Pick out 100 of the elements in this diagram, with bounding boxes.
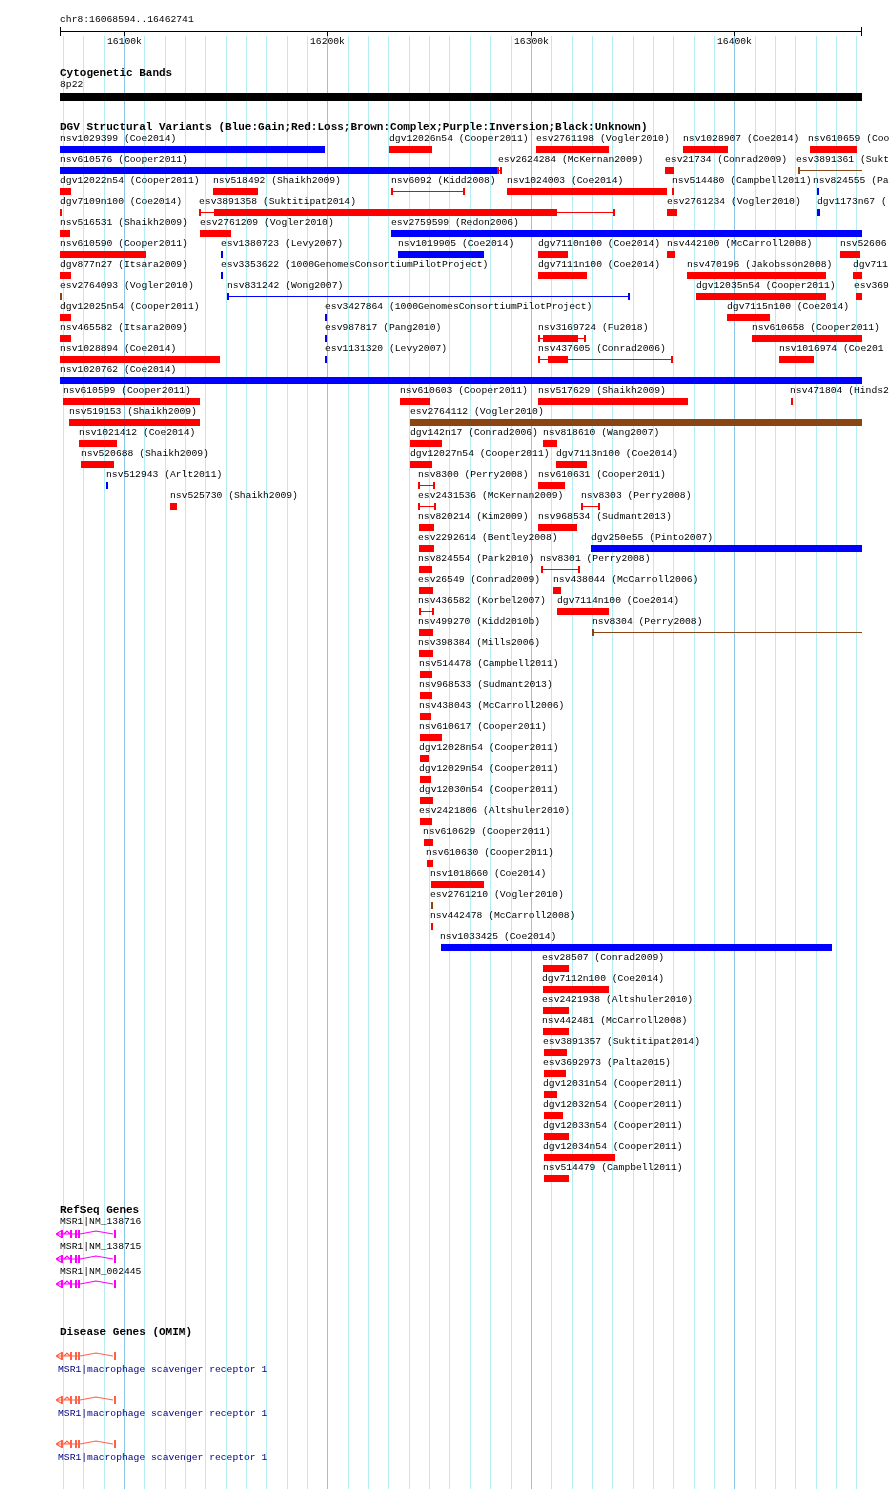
variant-label: nsv824555 (Pa bbox=[813, 175, 889, 187]
variant-label: nsv610629 (Cooper2011) bbox=[423, 826, 551, 838]
variant-label: nsv438044 (McCarroll2006) bbox=[553, 574, 699, 586]
variant-label: esv3891358 (Suktitipat2014) bbox=[199, 196, 356, 208]
variant-label: esv3891357 (Suktitipat2014) bbox=[543, 1036, 700, 1048]
variant-label: dgv12029n54 (Cooper2011) bbox=[419, 763, 559, 775]
variant-label: dgv12025n54 (Cooper2011) bbox=[60, 301, 200, 313]
variant-label: esv1380723 (Levy2007) bbox=[221, 238, 344, 250]
variant-label: dgv7110n100 (Coe2014) bbox=[538, 238, 661, 250]
variant-label: nsv610590 (Cooper2011) bbox=[60, 238, 188, 250]
variant-label: esv2764112 (Vogler2010) bbox=[410, 406, 544, 418]
variant-label: esv2759599 (Redon2006) bbox=[391, 217, 519, 229]
variant-label: nsv1019905 (Coe2014) bbox=[398, 238, 515, 250]
track-heading: Cytogenetic Bands bbox=[60, 67, 173, 79]
variant-label: esv2761209 (Vogler2010) bbox=[200, 217, 334, 229]
variant-label: nsv1018660 (Coe2014) bbox=[430, 868, 547, 880]
variant-label: esv1131320 (Levy2007) bbox=[325, 343, 448, 355]
variant-label: nsv442481 (McCarroll2008) bbox=[542, 1015, 688, 1027]
variant-label: dgv12032n54 (Cooper2011) bbox=[543, 1099, 683, 1111]
variant-label: dgv7113n100 (Coe2014) bbox=[556, 448, 679, 460]
variant-label: nsv516531 (Shaikh2009) bbox=[60, 217, 188, 229]
gene-label: MSR1|macrophage scavenger receptor 1 bbox=[58, 1452, 268, 1464]
variant-label: nsv968534 (Sudmant2013) bbox=[538, 511, 672, 523]
variant-label: nsv1029399 (Coe2014) bbox=[60, 133, 177, 145]
variant-label: esv3353622 (1000GenomesConsortiumPilotProject) bbox=[221, 259, 489, 271]
variant-label: nsv514480 (Campbell2011) bbox=[672, 175, 812, 187]
variant-label: nsv514479 (Campbell2011) bbox=[543, 1162, 683, 1174]
variant-label: dgv12034n54 (Cooper2011) bbox=[543, 1141, 683, 1153]
variant-label: nsv8304 (Perry2008) bbox=[592, 616, 703, 628]
variant-label: nsv818610 (Wang2007) bbox=[543, 427, 660, 439]
variant-label: nsv1028907 (Coe2014) bbox=[683, 133, 800, 145]
variant-label: nsv8303 (Perry2008) bbox=[581, 490, 692, 502]
variant-label: nsv610659 (Coo bbox=[808, 133, 890, 145]
track-heading: Disease Genes (OMIM) bbox=[60, 1326, 193, 1338]
variant-label: nsv437605 (Conrad2006) bbox=[538, 343, 666, 355]
variant-label: esv2431536 (McKernan2009) bbox=[418, 490, 564, 502]
gene-label: MSR1|macrophage scavenger receptor 1 bbox=[58, 1408, 268, 1420]
variant-label: dgv12022n54 (Cooper2011) bbox=[60, 175, 200, 187]
variant-label: dgv12031n54 (Cooper2011) bbox=[543, 1078, 683, 1090]
variant-label: dgv12027n54 (Cooper2011) bbox=[410, 448, 550, 460]
variant-label: nsv52606 bbox=[840, 238, 887, 250]
variant-label: dgv250e55 (Pinto2007) bbox=[591, 532, 714, 544]
variant-label: esv2421806 (Altshuler2010) bbox=[419, 805, 571, 817]
variant-label: dgv7111n100 (Coe2014) bbox=[538, 259, 661, 271]
variant-label: nsv519153 (Shaikh2009) bbox=[69, 406, 197, 418]
variant-label: dgv7114n100 (Coe2014) bbox=[557, 595, 680, 607]
variant-label: nsv470196 (Jakobsson2008) bbox=[687, 259, 833, 271]
variant-label: esv26549 (Conrad2009) bbox=[418, 574, 541, 586]
variant-label: nsv1033425 (Coe2014) bbox=[440, 931, 557, 943]
variant-label: esv3427864 (1000GenomesConsortiumPilotProject) bbox=[325, 301, 593, 313]
variant-label: dgv142n17 (Conrad2006) bbox=[410, 427, 538, 439]
position-label: chr8:16068594..16462741 bbox=[60, 14, 194, 26]
variant-label: nsv610576 (Cooper2011) bbox=[60, 154, 188, 166]
variant-label: dgv12026n54 (Cooper2011) bbox=[389, 133, 529, 145]
track-heading: DGV Structural Variants (Blue:Gain;Red:Loss;Brown:Complex;Purple:Inversion;Black:Unknown) bbox=[60, 121, 648, 133]
variant-label: esv2761210 (Vogler2010) bbox=[430, 889, 564, 901]
variant-label: nsv610599 (Cooper2011) bbox=[63, 385, 191, 397]
variant-label: nsv3169724 (Fu2018) bbox=[538, 322, 649, 334]
variant-label: dgv711 bbox=[853, 259, 888, 271]
variant-label: nsv824554 (Park2010) bbox=[418, 553, 535, 565]
variant-label: nsv1021412 (Coe2014) bbox=[79, 427, 196, 439]
variant-label: dgv7112n100 (Coe2014) bbox=[542, 973, 665, 985]
variant-label: nsv517629 (Shaikh2009) bbox=[538, 385, 666, 397]
variant-label: nsv499270 (Kidd2010b) bbox=[418, 616, 541, 628]
variant-label: nsv610631 (Cooper2011) bbox=[538, 469, 666, 481]
variant-label: nsv438043 (McCarroll2006) bbox=[419, 700, 565, 712]
variant-label: esv2421938 (Altshuler2010) bbox=[542, 994, 694, 1006]
gene-label: MSR1|NM_002445 bbox=[60, 1266, 142, 1278]
variant-label: nsv520688 (Shaikh2009) bbox=[81, 448, 209, 460]
variant-label: esv3692973 (Palta2015) bbox=[543, 1057, 671, 1069]
variant-label: nsv610603 (Cooper2011) bbox=[400, 385, 528, 397]
variant-label: nsv1016974 (Coe201 bbox=[779, 343, 884, 355]
variant-label: esv28507 (Conrad2009) bbox=[542, 952, 665, 964]
variant-label: dgv877n27 (Itsara2009) bbox=[60, 259, 188, 271]
variant-label: nsv1028894 (Coe2014) bbox=[60, 343, 177, 355]
track-heading: RefSeq Genes bbox=[60, 1204, 140, 1216]
gene-label: MSR1|macrophage scavenger receptor 1 bbox=[58, 1364, 268, 1376]
variant-label: nsv820214 (Kim2009) bbox=[418, 511, 529, 523]
variant-label: nsv610658 (Cooper2011) bbox=[752, 322, 880, 334]
variant-label: nsv512943 (Arlt2011) bbox=[106, 469, 223, 481]
variant-label: nsv442100 (McCarroll2008) bbox=[667, 238, 813, 250]
variant-label: esv2624284 (McKernan2009) bbox=[498, 154, 644, 166]
variant-label: nsv610617 (Cooper2011) bbox=[419, 721, 547, 733]
variant-label: nsv465582 (Itsara2009) bbox=[60, 322, 188, 334]
variant-label: nsv471804 (Hinds2 bbox=[790, 385, 889, 397]
axis-tick-label: 16200k bbox=[310, 36, 345, 48]
variant-label: esv2761234 (Vogler2010) bbox=[667, 196, 801, 208]
variant-label: dgv12035n54 (Cooper2011) bbox=[696, 280, 836, 292]
variant-label: esv21734 (Conrad2009) bbox=[665, 154, 788, 166]
variant-label: nsv398384 (Mills2006) bbox=[418, 637, 541, 649]
variant-label: nsv1024003 (Coe2014) bbox=[507, 175, 624, 187]
variant-label: nsv1020762 (Coe2014) bbox=[60, 364, 177, 376]
variant-label: esv987817 (Pang2010) bbox=[325, 322, 442, 334]
variant-label: nsv8301 (Perry2008) bbox=[540, 553, 651, 565]
variant-label: nsv525730 (Shaikh2009) bbox=[170, 490, 298, 502]
variant-label: esv369 bbox=[854, 280, 889, 292]
variant-label: nsv442478 (McCarroll2008) bbox=[430, 910, 576, 922]
variant-label: esv3891361 (Sukt bbox=[796, 154, 889, 166]
variant-label: esv2761198 (Vogler2010) bbox=[536, 133, 670, 145]
variant-label: dgv7109n100 (Coe2014) bbox=[60, 196, 183, 208]
